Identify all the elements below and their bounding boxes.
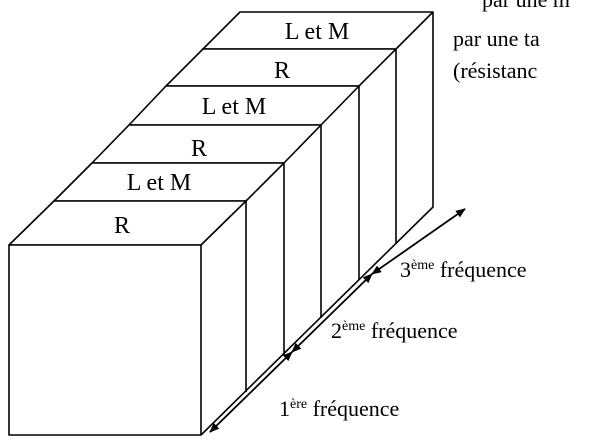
layer-label-2: R — [274, 58, 290, 84]
frequency-label-3: 3ème fréquence — [400, 257, 527, 282]
frequency-arrows — [209, 208, 466, 433]
layer-label-1: L et M — [285, 19, 349, 45]
side-text-line2: par une ta — [453, 26, 540, 51]
frequency-label-1: 1ère fréquence — [279, 396, 399, 421]
front-face — [8, 244, 202, 436]
frequency-arrow-3 — [371, 208, 466, 275]
side-text-line3: (résistanc — [453, 58, 538, 83]
stacked-boxes — [8, 11, 434, 436]
frequency-arrow-1 — [209, 351, 293, 433]
layer-label-5: L et M — [127, 170, 191, 196]
frequency-arrow-2 — [291, 273, 373, 353]
layer-label-6: R — [114, 213, 130, 239]
layer-label-3: L et M — [202, 94, 266, 120]
frequency-label-2: 2ème fréquence — [331, 318, 458, 343]
layer-label-4: R — [191, 136, 207, 162]
side-text-line1: par une m — [482, 0, 570, 12]
